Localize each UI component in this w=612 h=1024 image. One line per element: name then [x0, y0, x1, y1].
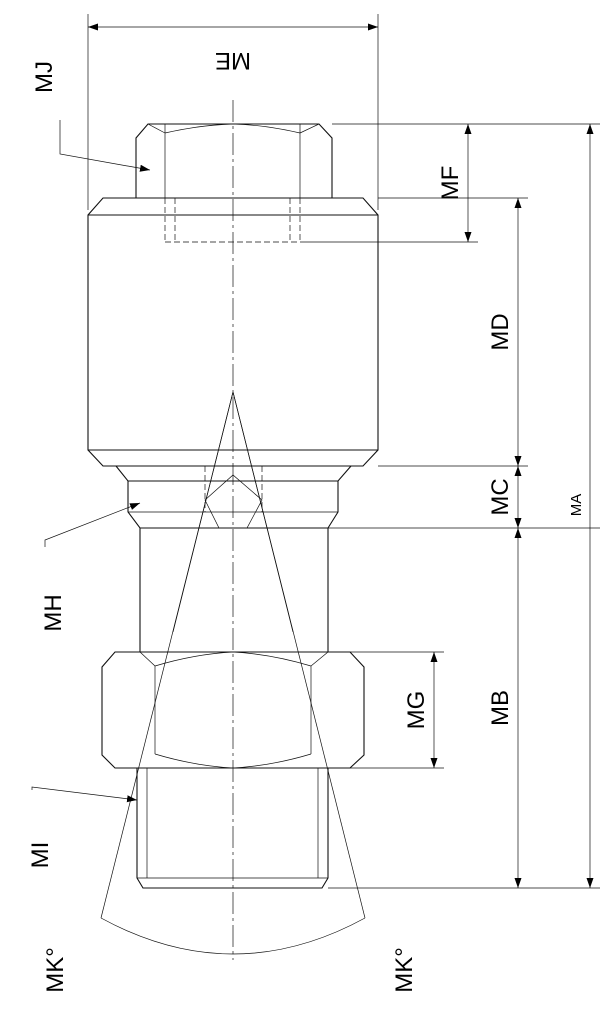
dim-mc — [328, 466, 600, 529]
dim-mf: MF — [300, 123, 600, 243]
cone-lines — [100, 391, 366, 955]
label-mh: MH — [40, 594, 67, 631]
mk-arc — [100, 917, 366, 955]
label-mf: MF — [437, 166, 464, 201]
label-mk-left: MK° — [42, 947, 69, 993]
main-body — [87, 197, 379, 467]
leader-mh — [44, 502, 141, 547]
leader-mj — [59, 120, 151, 172]
leader-mi — [31, 786, 138, 803]
label-me: ME — [215, 47, 251, 74]
dim-me: ME — [87, 14, 379, 210]
label-ma: MA — [568, 494, 585, 517]
neck — [139, 528, 329, 652]
label-mk-right: MK° — [391, 947, 418, 993]
threaded-end — [136, 767, 329, 889]
label-mj: MJ — [31, 61, 58, 93]
collar — [114, 465, 353, 529]
label-mi: MI — [27, 842, 54, 869]
dim-md — [378, 197, 528, 467]
label-mb: MB — [487, 690, 514, 726]
label-md: MD — [487, 313, 514, 350]
top-hex — [135, 123, 333, 199]
label-mc: MC — [487, 478, 514, 515]
dim-mg — [350, 651, 444, 769]
dim-mb — [328, 528, 600, 889]
label-mg: MG — [403, 691, 430, 730]
